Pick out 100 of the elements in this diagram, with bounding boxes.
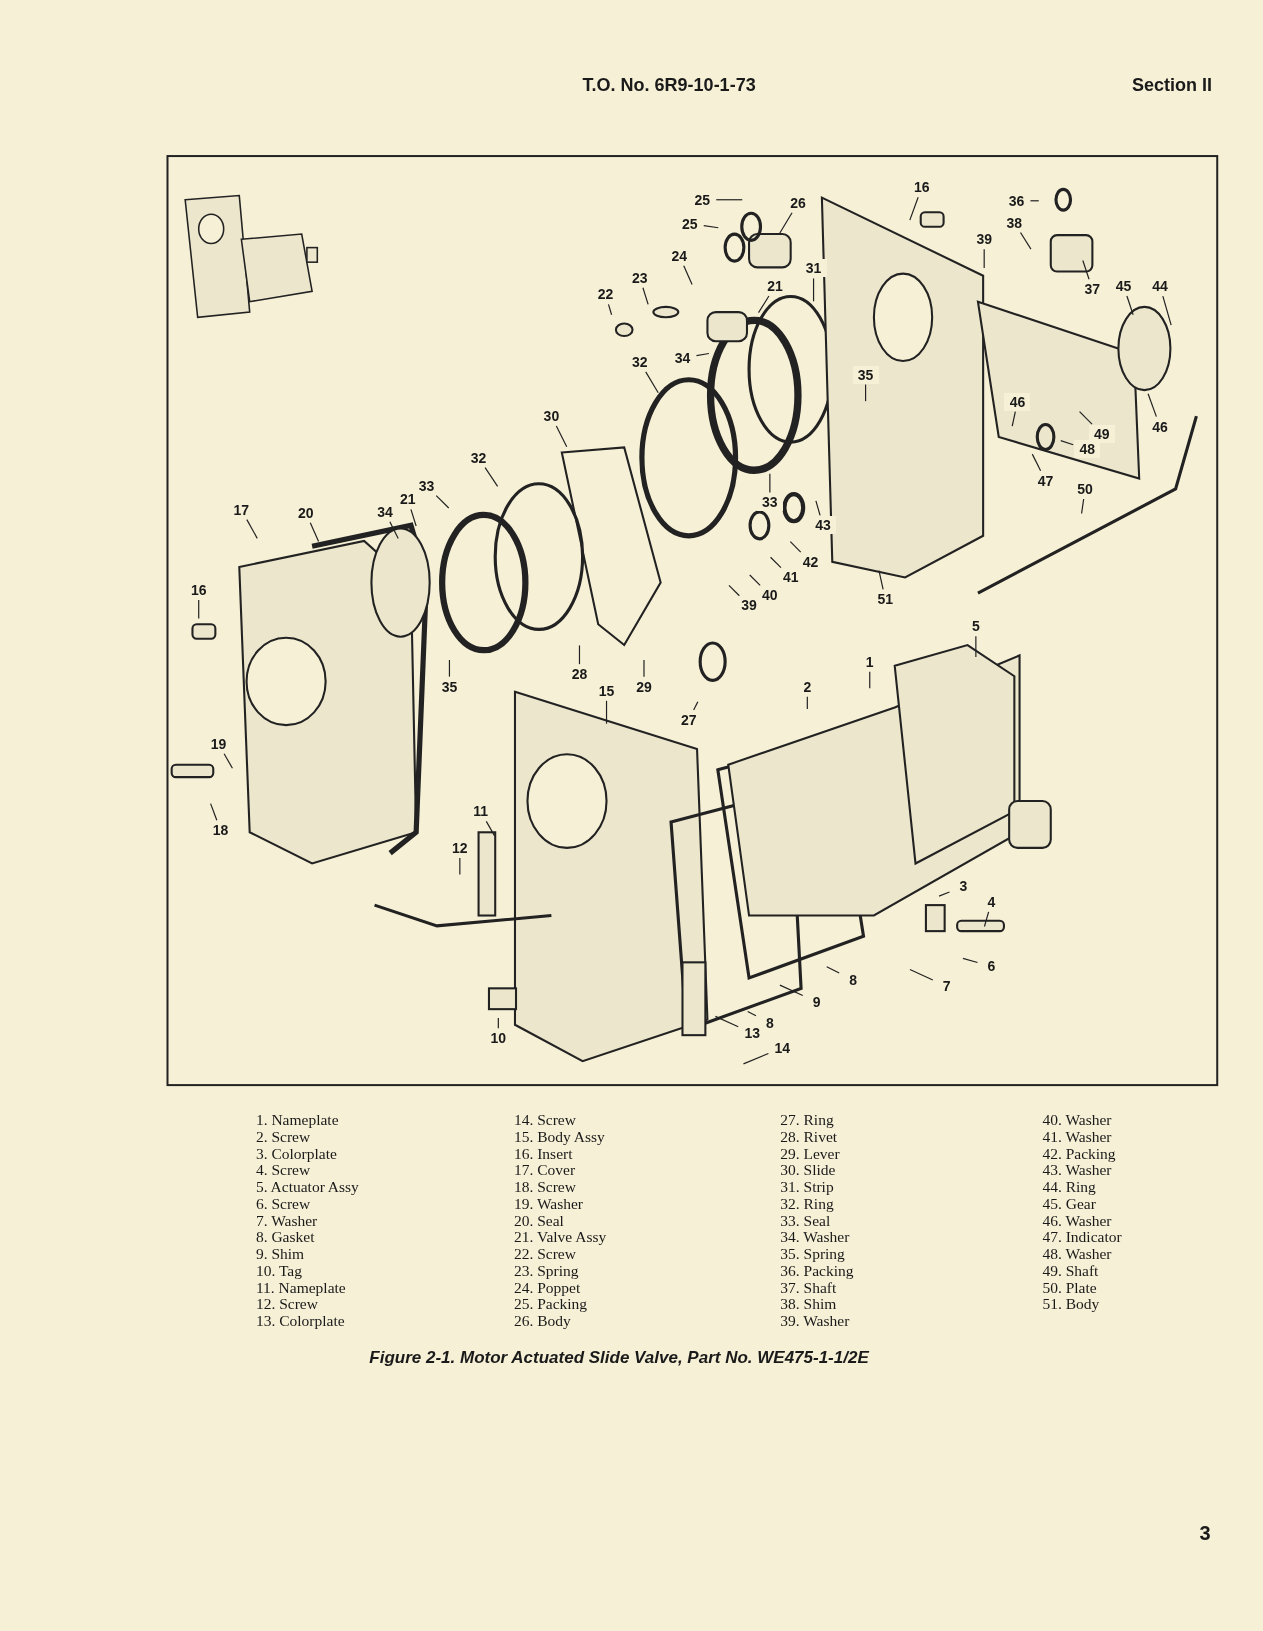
parts-list-entry: 16. Insert: [513, 1144, 573, 1163]
leader-line: [389, 521, 399, 539]
page-number: 3: [1199, 1522, 1211, 1546]
leader-line: [769, 556, 782, 569]
parts-list-entry: 28. Rivet: [780, 1127, 838, 1146]
leader-line: [778, 212, 793, 235]
leader-line: [246, 519, 258, 539]
leader-line: [975, 635, 977, 658]
parts-list-entry: 4. Screw: [255, 1161, 311, 1180]
parts-list-entry: 6. Screw: [255, 1194, 311, 1213]
leader-line: [642, 287, 649, 305]
leader-line: [210, 803, 218, 821]
parts-list-entry: 3. Colorplate: [255, 1144, 337, 1163]
parts-list-entry: 51. Body: [1042, 1295, 1100, 1314]
leader-line: [1147, 393, 1157, 418]
leader-line: [683, 265, 693, 286]
parts-list-entry: 5. Actuator Assy: [255, 1178, 359, 1197]
leader-line: [695, 352, 710, 357]
leader-line: [715, 199, 743, 201]
leader-line: [714, 1015, 739, 1028]
parts-list-entry: 47. Indicator: [1042, 1228, 1122, 1247]
leader-line: [789, 541, 802, 553]
leader-line: [448, 659, 451, 678]
leader-line: [812, 277, 815, 302]
leader-line: [484, 467, 499, 487]
leader-line: [983, 248, 985, 269]
parts-list-entry: 33. Seal: [780, 1211, 831, 1230]
parts-list-entry: 40. Washer: [1042, 1111, 1112, 1130]
parts-list-entry: 2. Screw: [255, 1127, 311, 1146]
parts-list-entry: 36. Packing: [780, 1261, 854, 1280]
leader-line: [728, 584, 740, 597]
parts-list-entry: 23. Spring: [513, 1261, 579, 1280]
leader-line: [747, 1010, 757, 1017]
leader-line: [779, 984, 804, 997]
leader-line: [643, 659, 645, 678]
parts-list-entry: 30. Slide: [780, 1161, 836, 1180]
parts-list-entry: 8. Gasket: [255, 1228, 315, 1247]
parts-list-entry: 9. Shim: [255, 1245, 305, 1264]
parts-list-entry: 21. Valve Assy: [513, 1228, 607, 1247]
parts-list-entry: 31. Strip: [780, 1178, 834, 1197]
leader-line: [815, 500, 821, 516]
parts-list-entry: 14. Screw: [513, 1111, 576, 1130]
parts-list-entry: 1. Nameplate: [255, 1111, 339, 1130]
parts-list-entry: 18. Screw: [513, 1178, 576, 1197]
section-heading: Section II: [1131, 74, 1212, 96]
leader-line: [605, 700, 608, 725]
leader-line: [198, 599, 200, 620]
parts-list-entry: 10. Tag: [255, 1261, 302, 1280]
leader-line: [555, 425, 568, 448]
leader-line: [693, 701, 699, 711]
parts-list-entry: 29. Lever: [780, 1144, 840, 1163]
leader-line: [1019, 231, 1032, 250]
parts-list-entry: 35. Spring: [780, 1245, 845, 1264]
leader-line: [1060, 440, 1074, 446]
leader-line: [435, 494, 450, 509]
leader-line: [485, 820, 496, 837]
leader-line: [909, 196, 919, 221]
parts-list-entry: 26. Body: [513, 1312, 571, 1331]
parts-list-entry: 22. Screw: [513, 1245, 576, 1264]
parts-list-entry: 17. Cover: [513, 1161, 576, 1180]
parts-list-entry: 25. Packing: [513, 1295, 588, 1314]
leader-line: [1162, 295, 1172, 326]
leader-line: [607, 303, 613, 316]
leader-line: [1029, 200, 1040, 202]
leader-line: [1126, 295, 1134, 316]
parts-list-entry: 42. Packing: [1042, 1144, 1116, 1163]
parts-list-entry: 43. Washer: [1042, 1161, 1112, 1180]
parts-list-entry: 50. Plate: [1042, 1278, 1097, 1297]
leader-line: [1078, 411, 1093, 425]
leader-line: [938, 891, 951, 897]
figure-caption: Figure 2-1. Motor Actuated Slide Valve, Part No. WE475-1-1/2E: [369, 1348, 869, 1369]
leader-line: [983, 911, 990, 928]
leader-line: [1011, 410, 1016, 427]
leader-line: [826, 966, 840, 974]
leader-line: [703, 225, 719, 229]
leader-line: [223, 753, 234, 769]
parts-list-entry: 48. Washer: [1042, 1245, 1112, 1264]
leader-line: [309, 522, 320, 543]
parts-list-entry: 46. Washer: [1042, 1211, 1112, 1230]
parts-list-entry: 11. Nameplate: [255, 1278, 346, 1297]
document-number: T.O. No. 6R9-10-1-73: [582, 74, 756, 96]
leader-line: [497, 1017, 499, 1029]
parts-list-entry: 44. Ring: [1042, 1178, 1096, 1197]
parts-list-entry: 38. Shim: [780, 1295, 837, 1314]
leader-line: [410, 508, 417, 527]
parts-list-entry: 45. Gear: [1042, 1194, 1096, 1213]
parts-list-entry: 12. Screw: [255, 1295, 318, 1314]
parts-list-entry: 41. Washer: [1042, 1127, 1112, 1146]
leader-line: [962, 957, 979, 964]
leader-line: [578, 644, 581, 665]
parts-list-entry: 32. Ring: [780, 1194, 834, 1213]
parts-list-entry: 13. Colorplate: [255, 1312, 345, 1331]
leader-line: [769, 473, 771, 494]
parts-list-entry: 24. Poppet: [513, 1278, 581, 1297]
parts-list-entry: 20. Seal: [513, 1211, 564, 1230]
leader-line: [749, 574, 761, 586]
leader-line: [878, 569, 884, 590]
leader-line: [742, 1052, 770, 1065]
callout-number: 48: [1074, 440, 1101, 459]
parts-list-entry: 49. Shaft: [1042, 1261, 1099, 1280]
